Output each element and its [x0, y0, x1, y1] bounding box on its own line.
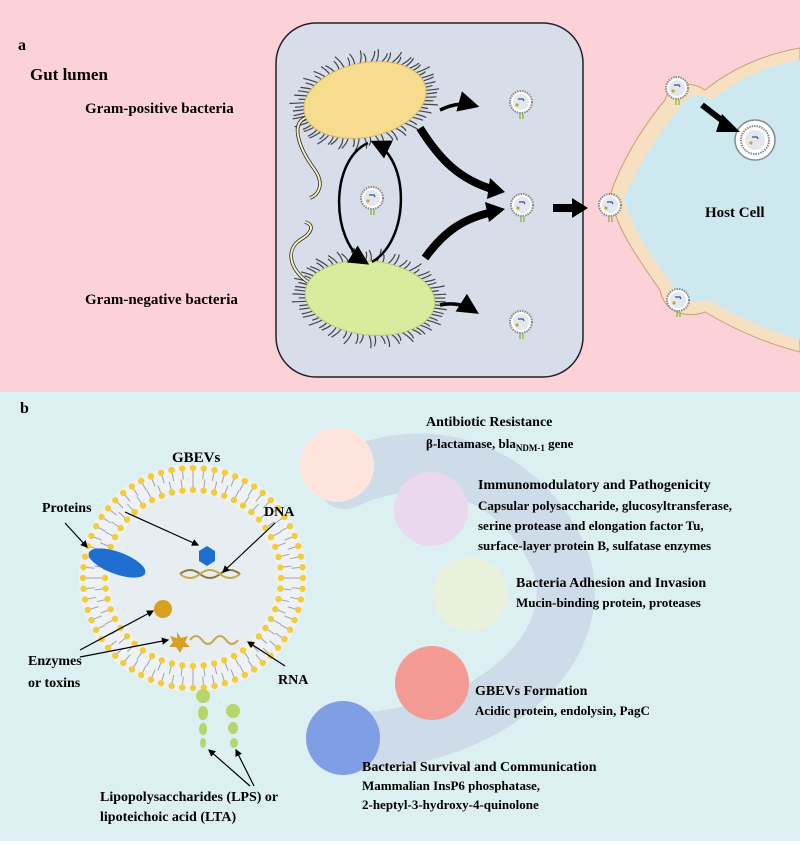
func-2-title: Immunomodulatory and Pathogenicity [478, 478, 711, 493]
func-4-title: GBEVs Formation [475, 684, 588, 699]
func-4-line-1: Acidic protein, endolysin, PagC [475, 703, 650, 718]
function-arc-band [316, 433, 595, 771]
func-1-detail: β-lactamase, blaNDM-1 gene [426, 436, 574, 453]
dna-label: DNA [264, 505, 295, 520]
dna-helix [179, 569, 241, 579]
gram-negative-bacterium [289, 220, 448, 349]
enzyme-circle [154, 600, 172, 618]
lps-chains [196, 689, 240, 748]
circle-gbevs-formation [395, 646, 469, 720]
func-5-title: Bacterial Survival and Communication [362, 760, 597, 775]
panel-a-letter: a [18, 37, 26, 54]
gram-negative-label: Gram-negative bacteria [85, 292, 238, 308]
func-1-title: Antibiotic Resistance [426, 415, 552, 430]
func-1-detail-sub: NDM-1 [516, 443, 545, 453]
release-arrows [416, 91, 505, 314]
proteins-label: Proteins [42, 501, 92, 516]
gbev-vesicle [79, 464, 307, 692]
circle-survival-communication [306, 701, 380, 775]
gram-positive-label: Gram-positive bacteria [85, 101, 234, 117]
toxin-star [169, 632, 190, 653]
func-5-line-2: 2-heptyl-3-hydroxy-4-quinolone [362, 797, 539, 812]
func-2-line-3: surface-layer protein B, sulfatase enzym… [478, 538, 711, 553]
func-2-line-2: serine protease and elongation factor Tu… [478, 518, 704, 533]
panel-b-letter: b [20, 400, 29, 417]
host-cell [598, 47, 800, 353]
circle-adhesion-invasion [433, 557, 507, 631]
circle-immunomodulatory [394, 472, 468, 546]
host-cell-label: Host Cell [705, 205, 765, 221]
func-5-line-1: Mammalian InsP6 phosphatase, [362, 778, 540, 793]
func-3-title: Bacteria Adhesion and Invasion [516, 576, 706, 591]
func-3-line-1: Mucin-binding protein, proteases [516, 595, 701, 610]
lps-label-1: Lipopolysaccharides (LPS) or [100, 790, 278, 805]
lps-label-2: lipoteichoic acid (LTA) [100, 810, 236, 825]
gut-lumen-label: Gut lumen [30, 65, 108, 84]
func-1-detail-main: β-lactamase, bla [426, 436, 516, 451]
enzymes-label-2: or toxins [28, 676, 81, 691]
rna-strand [189, 635, 239, 645]
arrow-to-host [553, 198, 588, 218]
func-1-detail-tail: gene [545, 436, 574, 451]
gram-positive-bacterium [289, 48, 440, 200]
internalized-vesicle [734, 119, 776, 161]
gbevs-title: GBEVs [172, 450, 221, 466]
membrane-protein [88, 548, 146, 578]
circle-antibiotic-resistance [300, 428, 374, 502]
func-2-line-1: Capsular polysaccharide, glucosyltransfe… [478, 498, 732, 513]
enzymes-label-1: Enzymes [28, 654, 82, 669]
protein-hexagon [199, 546, 215, 566]
exchange-arrows [337, 140, 403, 265]
rna-label: RNA [278, 673, 309, 688]
